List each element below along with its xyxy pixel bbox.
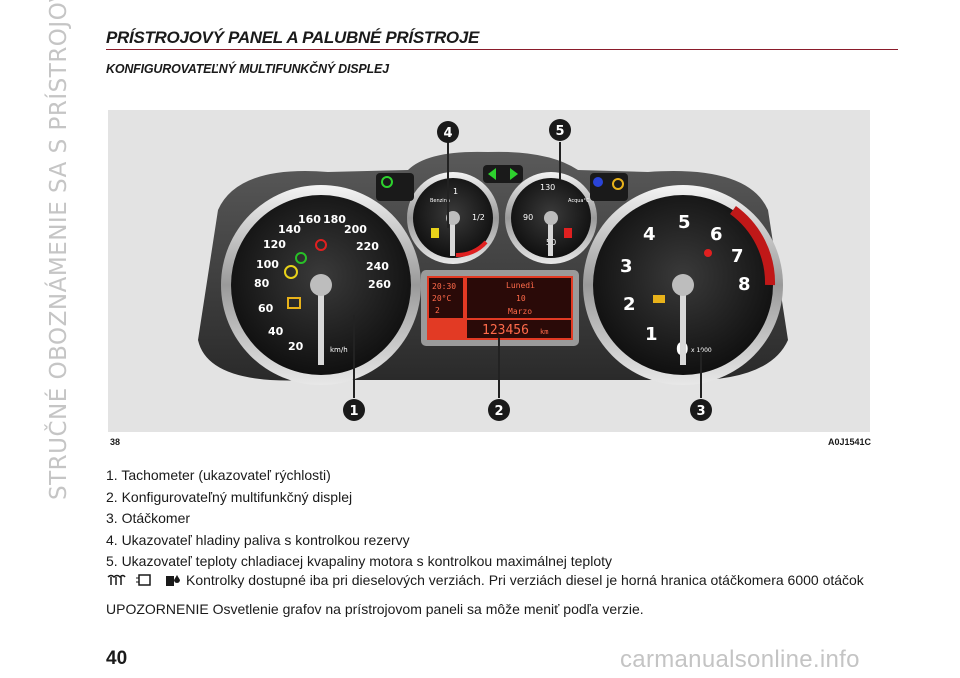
list-item: 4. Ukazovateľ hladiny paliva s kontrolko… [106,531,410,548]
speedo-tick: 80 [254,277,270,290]
temp-gauge-needle [548,218,553,256]
speedo-tick: 40 [268,325,284,338]
figure-code: A0J1541C [828,437,872,447]
legend-list: 1. Tachometer (ukazovateľ rýchlosti) 2. … [106,465,612,573]
speedo-warning-red [315,239,327,251]
speedo-tick: 140 [278,223,301,236]
tachometer-redzone [729,205,776,286]
speedo-tick: 180 [323,213,346,226]
display-gear: 2 [435,306,440,315]
speedo-tick: 220 [356,240,379,253]
fuel-reserve-arc [455,240,488,258]
glow-plug-icon [107,574,126,585]
tacho-tick: 1 [645,324,658,345]
temp-gauge-hub [544,211,558,225]
callout-badge-2 [488,399,510,421]
callout-badge-5 [549,119,571,141]
figure-number: 38 [110,437,121,447]
tachometer-hub [672,274,694,296]
display-odometer: 123456 [482,323,529,338]
engine-check-icon [653,295,665,303]
speedometer-needle [318,285,324,365]
tacho-tick: 7 [731,246,744,267]
callout-3: 3 [696,404,705,419]
side-title: STRUČNÉ OBOZNÁMENIE SA S PRÍSTROJOVOU [46,0,72,500]
speedo-warning-yellow [284,265,298,279]
water-in-fuel-icon [166,575,180,586]
display-odo-unit: km [540,328,548,336]
callout-badge-3 [690,399,712,421]
callout-2: 2 [494,404,503,419]
warning-text: UPOZORNENIE Osvetlenie grafov na prístro… [106,601,644,617]
dpf-filter-icon [136,574,151,586]
display-right-panel [467,278,571,318]
speedo-tick: 260 [368,278,391,291]
diesel-note: Kontrolky dostupné iba pri dieselových v… [106,572,864,588]
callout-badge-1 [343,399,365,421]
sub-title: KONFIGUROVATEĽNÝ MULTIFUNKČNÝ DISPLEJ [106,62,389,76]
turn-indicator-panel [483,165,523,183]
list-item: 1. Tachometer (ukazovateľ rýchlosti) [106,467,331,483]
list-item: 5. Ukazovateľ teploty chladiacej kvapali… [106,553,612,569]
tacho-tick: 5 [678,212,691,233]
display-bottom-panel [467,320,571,338]
section-rule [106,49,898,50]
tacho-tick: 4 [643,224,656,245]
fuel-half-label: 1/2 [472,213,485,222]
temp-mid-label: 90 [523,213,533,222]
speedometer-hub [310,274,332,296]
diesel-note-text: Kontrolky dostupné iba pri dieselových v… [186,572,864,588]
turn-right-arrow-icon [510,168,518,180]
page-number: 40 [106,648,128,669]
speedo-tick: 240 [366,260,389,273]
temp-label: Acqua°C [568,198,590,204]
display-month: Marzo [508,307,532,316]
tacho-tick: 6 [710,224,723,245]
speedo-tick: 60 [258,302,274,315]
callout-5: 5 [555,124,564,139]
display-temp: 20°C [432,294,451,303]
display-day: Lunedì [506,281,535,290]
tacho-warning-red [704,249,712,257]
watermark: carmanualsonline.info [620,646,860,673]
callout-4: 4 [443,126,452,141]
tacho-tick: 8 [738,274,751,295]
left-warning-panel [376,173,414,201]
speedo-tick: 120 [263,238,286,251]
temp-high-label: 130 [540,183,555,192]
fuel-full-label: 1 [453,187,458,196]
fuel-label: Benzina [430,198,450,204]
speedo-unit: km/h [330,346,348,354]
callout-badge-4 [437,121,459,143]
instrument-panel-figure: 20 40 60 80 100 120 140 160 180 200 220 … [108,110,870,432]
temp-warning-icon [564,228,572,238]
fuel-gauge-hub [446,211,460,225]
display-left-panel [429,278,463,318]
speedo-warning-amber [287,297,301,309]
callout-1: 1 [349,404,358,419]
tacho-tick: 2 [623,294,636,315]
instrument-panel-illustration: 20 40 60 80 100 120 140 160 180 200 220 … [198,119,788,421]
display-date: 10 [516,294,526,303]
list-item: 3. Otáčkomer [106,510,191,526]
speedo-tick: 100 [256,258,279,271]
speedometer-ticks: 20 40 60 80 100 120 140 160 180 200 220 … [254,213,391,353]
tacho-tick: 3 [620,256,633,277]
speedo-tick: 20 [288,340,304,353]
list-item: 2. Konfigurovateľný multifunkčný displej [106,488,353,505]
tachometer-needle [680,285,686,365]
rear-fog-icon [612,178,624,190]
speedo-tick: 160 [298,213,321,226]
speedo-tick: 200 [344,223,367,236]
fuel-pump-icon [431,228,439,238]
turn-left-arrow-icon [488,168,496,180]
fog-light-icon [381,176,393,188]
display-time: 20:30 [432,282,456,291]
speedo-warning-green [295,252,307,264]
diesel-icons [106,573,182,587]
high-beam-icon [593,177,603,187]
fuel-gauge-needle [450,218,455,256]
section-title: PRÍSTROJOVÝ PANEL A PALUBNÉ PRÍSTROJE [106,28,480,47]
